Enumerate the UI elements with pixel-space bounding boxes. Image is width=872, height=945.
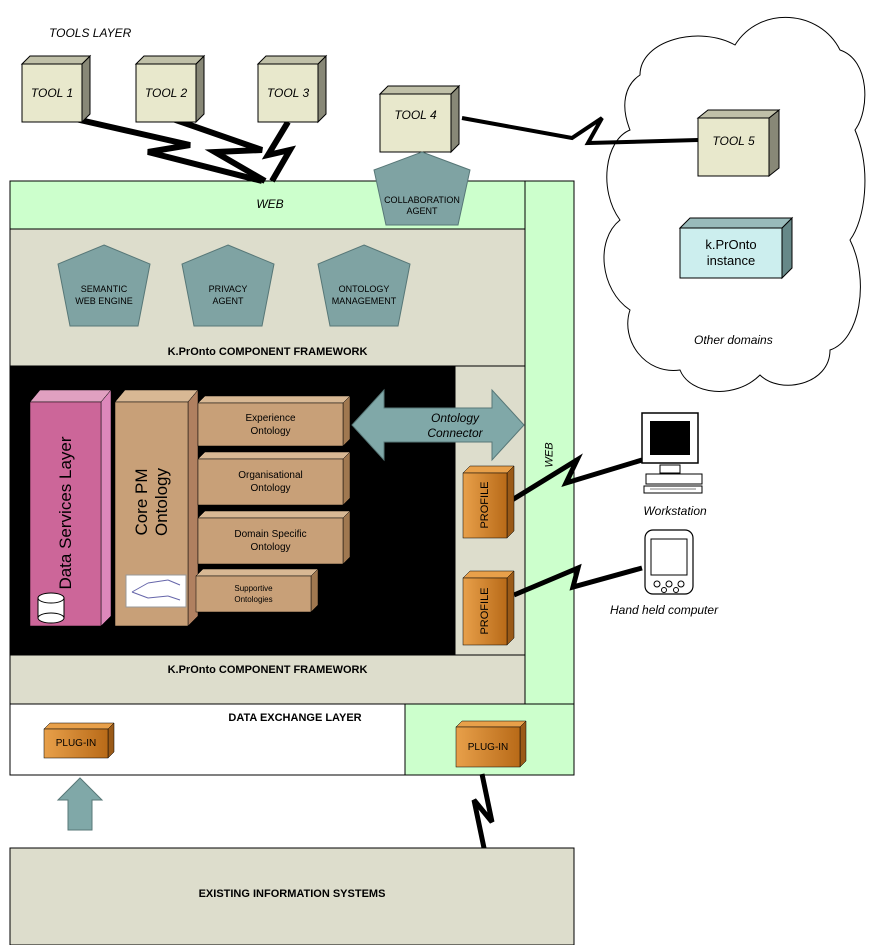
instance-line-2: instance: [706, 253, 756, 268]
organisational-ontology-label: Organisational Ontology: [198, 459, 343, 505]
plugin-label-2: PLUG-IN: [467, 741, 509, 753]
privacy-agent-label: PRIVACY AGENT: [182, 275, 274, 315]
tool-1-label[interactable]: TOOL 1: [30, 86, 74, 100]
kpronto-instance-label[interactable]: k.PrOnto instance: [680, 228, 782, 278]
link-handheld: [513, 563, 643, 598]
supportive-ontologies-block[interactable]: [195, 568, 319, 613]
domain-specific-ontology-block[interactable]: [197, 510, 351, 565]
workstation-icon[interactable]: [641, 412, 703, 494]
experience-line-1: Experience: [245, 412, 296, 424]
plugin-block-2[interactable]: [455, 720, 527, 768]
collaboration-line-1: COLLABORATION: [384, 195, 460, 205]
link-existing-plugin: [471, 773, 495, 849]
domain-line-1: Domain Specific: [234, 529, 307, 540]
plugin-label-1: PLUG-IN: [55, 738, 97, 749]
semantic-web-engine-shape[interactable]: [57, 244, 151, 327]
handheld-icon[interactable]: [644, 529, 694, 595]
privacy-line-1: PRIVACY: [208, 284, 248, 294]
organisational-line-2: Ontology: [250, 483, 291, 494]
framework-label-bottom: K.PrOnto COMPONENT FRAMEWORK: [167, 664, 368, 676]
privacy-line-2: AGENT: [212, 296, 244, 306]
ontology-connector-arrow[interactable]: [351, 388, 525, 462]
other-domains-label: Other domains: [694, 333, 773, 347]
framework-band-bottom: [9, 654, 526, 705]
semantic-line-1: SEMANTIC: [80, 284, 128, 294]
core-line-1: Core PM: [132, 468, 151, 536]
profile-block-1[interactable]: [462, 465, 515, 539]
ontman-line-1: ONTOLOGY: [338, 284, 390, 294]
kpronto-instance-box[interactable]: [678, 216, 794, 280]
organisational-line-1: Organisational: [238, 470, 303, 481]
data-services-layer-block[interactable]: [29, 389, 112, 627]
semantic-line-2: WEB ENGINE: [75, 296, 133, 306]
experience-ontology-block[interactable]: [197, 395, 351, 447]
semantic-web-engine-label: SEMANTIC WEB ENGINE: [58, 275, 150, 315]
domain-line-2: Ontology: [250, 542, 291, 553]
profile-label-1: PROFILE: [479, 481, 491, 529]
tool-box-2[interactable]: [134, 54, 206, 124]
tool-box-5[interactable]: [696, 108, 781, 178]
core-pm-ontology-label: Core PM Ontology: [128, 422, 176, 582]
tool-3-label[interactable]: TOOL 3: [266, 86, 310, 100]
link-tool4-tool5: [461, 116, 699, 146]
upward-arrow: [56, 777, 104, 831]
instance-line-1: k.PrOnto: [705, 237, 757, 252]
connector-line-1: Ontology: [430, 411, 480, 425]
ontology-management-label: ONTOLOGY MANAGEMENT: [318, 275, 410, 315]
framework-label-top: K.PrOnto COMPONENT FRAMEWORK: [167, 346, 368, 358]
database-icon: [37, 592, 65, 624]
connector-line-2: Connector: [427, 426, 483, 440]
experience-ontology-label: Experience Ontology: [198, 403, 343, 446]
web-band-right: [524, 180, 575, 705]
web-right-label: WEB: [543, 442, 556, 468]
experience-line-2: Ontology: [250, 425, 291, 437]
tools-layer-label: TOOLS LAYER: [49, 26, 132, 40]
tool-box-4[interactable]: [378, 84, 461, 154]
supportive-ontologies-label: Supportive Ontologies: [196, 576, 311, 612]
existing-systems-box: [9, 847, 575, 945]
domain-specific-ontology-label: Domain Specific Ontology: [198, 518, 343, 564]
supportive-line-2: Ontologies: [234, 595, 273, 604]
ontology-management-shape[interactable]: [317, 244, 411, 327]
ontman-line-2: MANAGEMENT: [331, 296, 397, 306]
supportive-line-1: Supportive: [234, 584, 273, 593]
link-tool2-web: [169, 115, 267, 184]
core-line-2: Ontology: [152, 467, 171, 537]
tool-2-label[interactable]: TOOL 2: [144, 86, 188, 100]
privacy-agent-shape[interactable]: [181, 244, 275, 327]
web-top-label: WEB: [256, 197, 284, 211]
collaboration-line-2: AGENT: [406, 206, 438, 216]
data-services-label: Data Services Layer: [56, 436, 75, 590]
profile-label-2: PROFILE: [479, 587, 491, 635]
existing-systems-label: EXISTING INFORMATION SYSTEMS: [198, 888, 386, 900]
other-domains-cloud: [603, 16, 866, 392]
tool-4-label[interactable]: TOOL 4: [394, 108, 437, 122]
link-tool1-web: [57, 112, 263, 184]
organisational-ontology-block[interactable]: [197, 451, 351, 506]
handheld-label: Hand held computer: [610, 603, 719, 617]
plugin-block-1[interactable]: [43, 722, 115, 759]
tool-box-1[interactable]: [20, 54, 92, 124]
collaboration-agent-label: COLLABORATION AGENT: [372, 186, 472, 226]
tool-5-label[interactable]: TOOL 5: [712, 134, 755, 148]
ontology-connector-label: Ontology Connector: [400, 410, 510, 442]
link-tool3-web: [261, 120, 297, 183]
collaboration-agent-shape[interactable]: [373, 151, 471, 226]
tool-box-3[interactable]: [256, 54, 328, 124]
data-exchange-label: DATA EXCHANGE LAYER: [228, 712, 362, 724]
workstation-label: Workstation: [643, 504, 707, 518]
profile-block-2[interactable]: [462, 570, 515, 646]
ontology-tree-icon: [125, 574, 187, 608]
link-workstation: [510, 453, 643, 503]
